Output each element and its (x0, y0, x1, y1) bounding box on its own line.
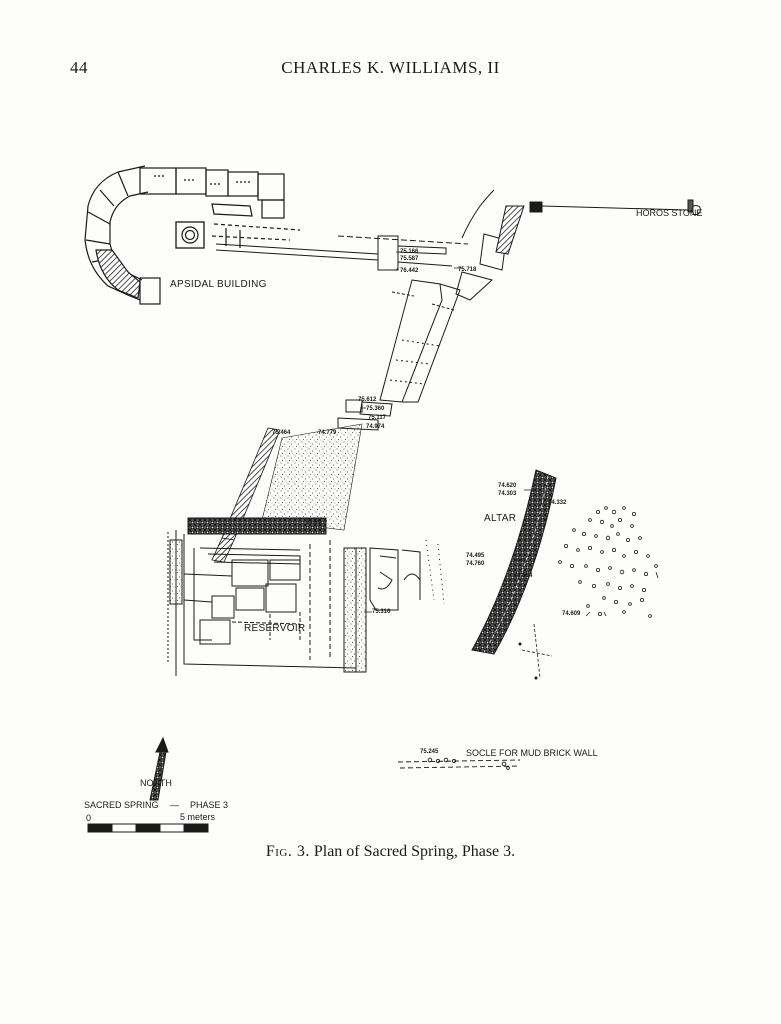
label-dash: — (170, 800, 179, 810)
stone-scatter (558, 506, 659, 618)
elevation-label: 74.779 (318, 430, 337, 436)
stippled-court (211, 423, 363, 563)
label-socle: SOCLE FOR MUD BRICK WALL (466, 748, 598, 758)
label-phase: PHASE 3 (190, 800, 229, 810)
diagonal-passage (337, 279, 461, 431)
elevation-label: 75.612 (358, 397, 377, 403)
elevation-label: 75.718 (458, 267, 477, 273)
elevation-label: 75.360 (366, 406, 385, 412)
label-horos-stone: HOROS STONE (636, 208, 703, 218)
elevation-label: 74.69 (306, 520, 322, 526)
elevation-label: 74.564 (514, 573, 533, 579)
label-reservoir: RESERVOIR (244, 623, 306, 634)
elevation-label: 74.495 (466, 553, 485, 559)
elevation-label: 75.245 (420, 749, 439, 755)
figure-caption-text: Plan of Sacred Spring, Phase 3. (313, 843, 516, 860)
scale-zero-label: 0 (86, 813, 92, 823)
elevation-label: 74.974 (366, 424, 385, 430)
east-channel (215, 189, 701, 301)
altar-wall (471, 469, 557, 680)
elevation-label: 75.464 (272, 430, 291, 436)
running-head: CHARLES K. WILLIAMS, II (281, 58, 500, 77)
label-north: NORTH (140, 778, 172, 788)
north-arrow (149, 736, 169, 801)
reservoir-complex (167, 517, 445, 676)
elevation-label: 74.760 (466, 561, 485, 567)
elevation-label: 74.620 (498, 483, 517, 489)
elevation-label: 74.332 (548, 500, 567, 506)
page-number: 44 (70, 58, 88, 77)
scale-bar (87, 823, 209, 833)
figure-caption: Fig. 3. Plan of Sacred Spring, Phase 3. (0, 843, 781, 861)
elevation-label: 74.303 (498, 491, 517, 497)
elevation-label: 74.609 (562, 611, 581, 617)
label-apsidal-building: APSIDAL BUILDING (170, 279, 267, 290)
elevation-label: 75.587 (400, 256, 419, 262)
socle-wall (397, 757, 521, 770)
elevation-leaders (362, 251, 591, 617)
figure-label: Fig. 3. (265, 843, 310, 860)
elevation-label: 75.166 (400, 249, 419, 255)
elevation-label: 76.442 (400, 268, 419, 274)
elevation-label: 75.117 (368, 415, 387, 421)
scale-end-label: 5 meters (180, 812, 216, 822)
label-altar: ALTAR (484, 513, 517, 524)
label-sacred-spring: SACRED SPRING (84, 800, 159, 810)
elevation-label: 75.316 (372, 609, 391, 615)
apsidal-building (84, 165, 301, 305)
